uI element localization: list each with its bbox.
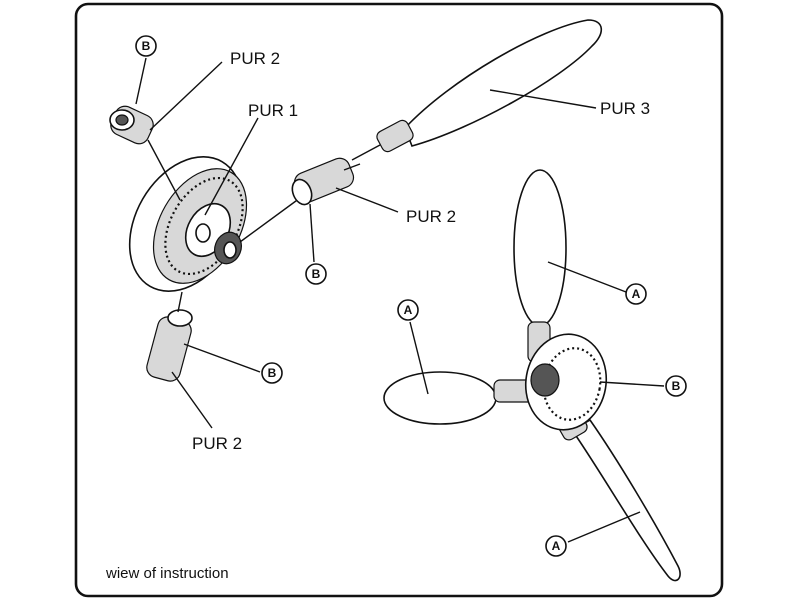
- leader-b-right: [599, 381, 665, 387]
- label-pur3: PUR 3: [600, 99, 650, 118]
- svg-text:B: B: [268, 366, 277, 380]
- label-pur1: PUR 1: [248, 101, 298, 120]
- svg-text:A: A: [552, 539, 561, 553]
- sleeve-bottom-pur2: [146, 291, 193, 382]
- badge-b-mid: B: [305, 263, 327, 285]
- leader-pur2-top: [149, 61, 223, 131]
- label-pur2-mid: PUR 2: [406, 207, 456, 226]
- leader-pur2-bottom: [171, 371, 213, 429]
- badge-b-bottom: B: [261, 362, 283, 384]
- leader-a-top: [547, 261, 627, 293]
- leader-a-bottom: [567, 511, 641, 543]
- leader-b-mid: [309, 203, 315, 263]
- assembled-propeller: [383, 169, 681, 582]
- leader-b-bottom: [183, 343, 261, 373]
- blade-pur3: [351, 19, 603, 161]
- label-pur2-top: PUR 2: [230, 49, 280, 68]
- svg-text:B: B: [312, 267, 321, 281]
- svg-text:B: B: [672, 379, 681, 393]
- sleeve-top-pur2: [109, 105, 181, 201]
- label-pur2-bottom: PUR 2: [192, 434, 242, 453]
- hub-disc-pur1: [128, 156, 301, 292]
- badge-b-right: B: [665, 375, 687, 397]
- leader-pur3: [489, 89, 597, 109]
- leader-a-left: [409, 321, 429, 395]
- svg-text:A: A: [632, 287, 641, 301]
- badge-a-left: A: [397, 299, 419, 321]
- diagram-frame: [74, 2, 724, 598]
- badge-a-bottom: A: [545, 535, 567, 557]
- diagram-caption: wiew of instruction: [105, 565, 229, 582]
- leader-pur2-mid: [335, 187, 399, 213]
- badge-b-top: B: [135, 35, 157, 57]
- svg-text:B: B: [142, 39, 151, 53]
- leader-b-top: [135, 57, 147, 105]
- svg-text:A: A: [404, 303, 413, 317]
- badge-a-top: A: [625, 283, 647, 305]
- leader-pur1: [204, 117, 259, 216]
- sleeve-mid-pur2: [291, 157, 361, 206]
